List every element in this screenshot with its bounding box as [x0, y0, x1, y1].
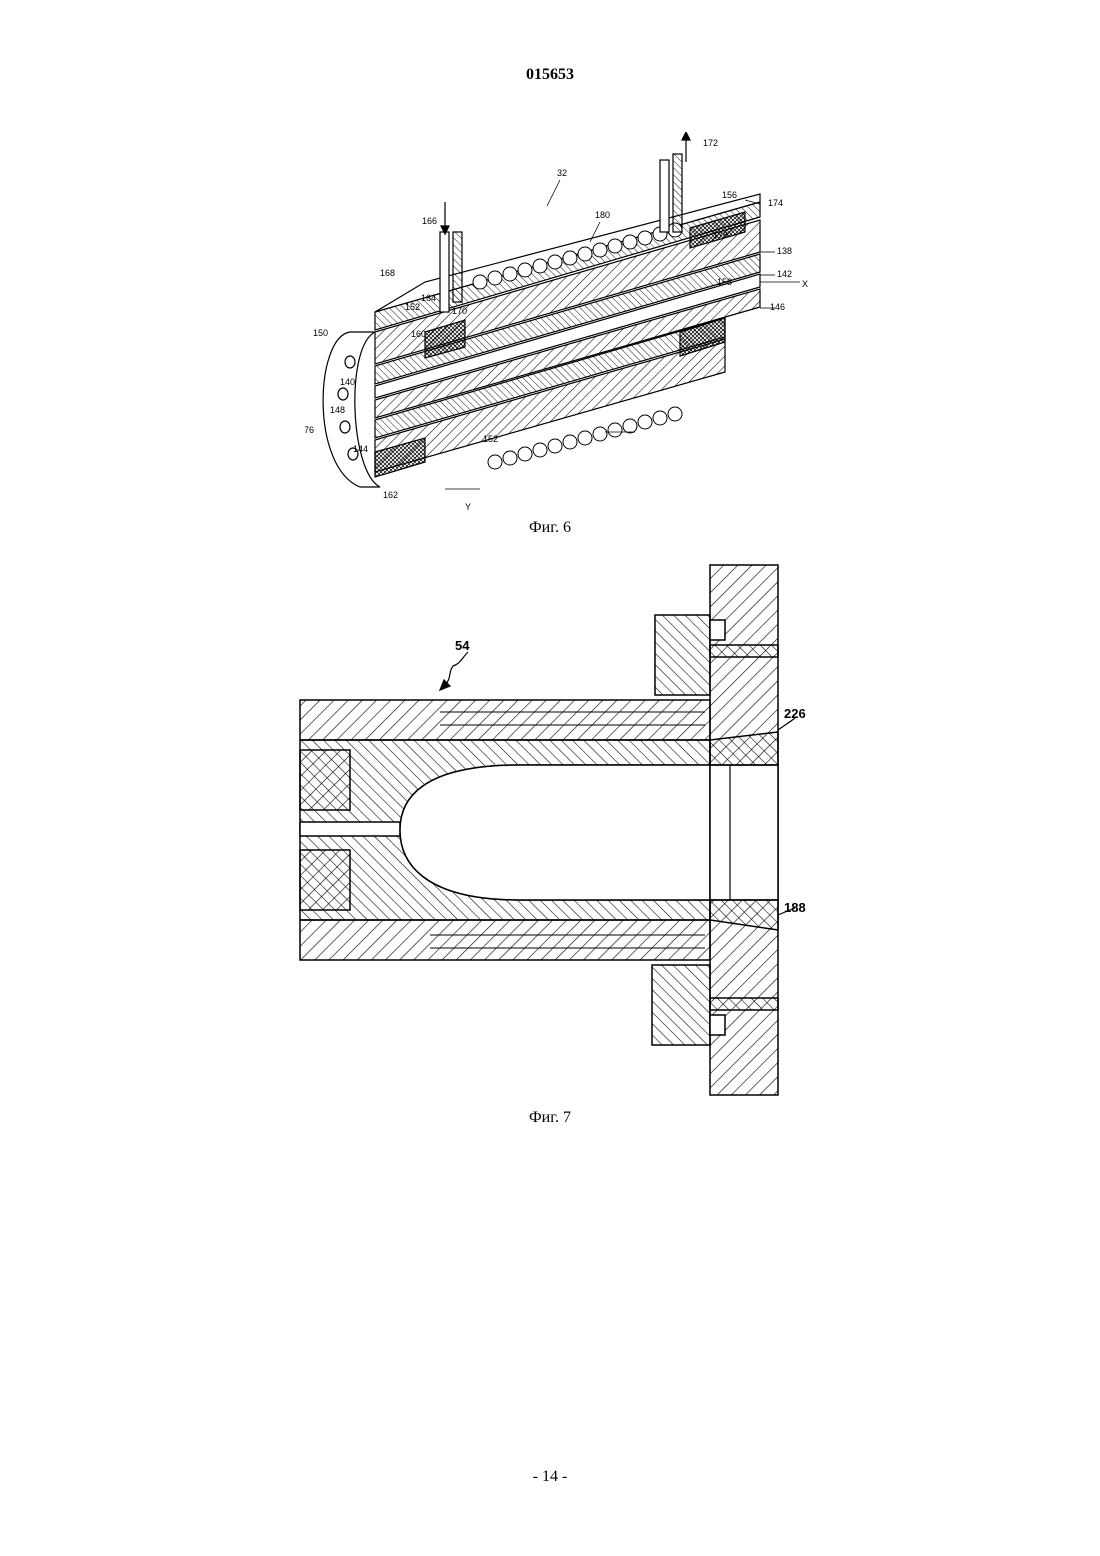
figure-6-caption: Фиг. 6 [0, 519, 1100, 537]
label-x: X [802, 279, 808, 289]
label-162: 162 [383, 490, 398, 500]
label-148: 148 [330, 405, 345, 415]
page-number: - 14 - [0, 1468, 1100, 1486]
label-180: 180 [595, 210, 610, 220]
label-178: 178 [713, 230, 728, 240]
label-172: 172 [703, 138, 718, 148]
label-146: 146 [770, 302, 785, 312]
label-y: Y [465, 502, 471, 512]
label-160: 160 [411, 329, 426, 339]
figure-6-drawing: 32 172 180 156 174 166 178 138 142 X 168… [305, 132, 815, 512]
label-138: 138 [777, 246, 792, 256]
label-54: 54 [455, 638, 470, 653]
label-166: 166 [422, 216, 437, 226]
label-226: 226 [784, 706, 806, 721]
label-158: 158 [717, 277, 732, 287]
mold-assembly [300, 565, 778, 1095]
figure-7-caption: Фиг. 7 [0, 1109, 1100, 1127]
document-number: 015653 [0, 66, 1100, 84]
label-176: 176 [305, 425, 314, 435]
label-150: 150 [313, 328, 328, 338]
label-170: 170 [452, 306, 467, 316]
label-168: 168 [380, 268, 395, 278]
label-140: 140 [340, 377, 355, 387]
figure-7-drawing: 54 226 188 [290, 560, 810, 1100]
label-152-bottom: 152 [483, 434, 498, 444]
label-188: 188 [784, 900, 806, 915]
label-152-top: 152 [405, 302, 420, 312]
label-164: 164 [421, 293, 436, 303]
label-156: 156 [722, 190, 737, 200]
label-32: 32 [557, 168, 567, 178]
label-174: 174 [768, 198, 783, 208]
label-142: 142 [777, 269, 792, 279]
label-144: 144 [353, 444, 368, 454]
